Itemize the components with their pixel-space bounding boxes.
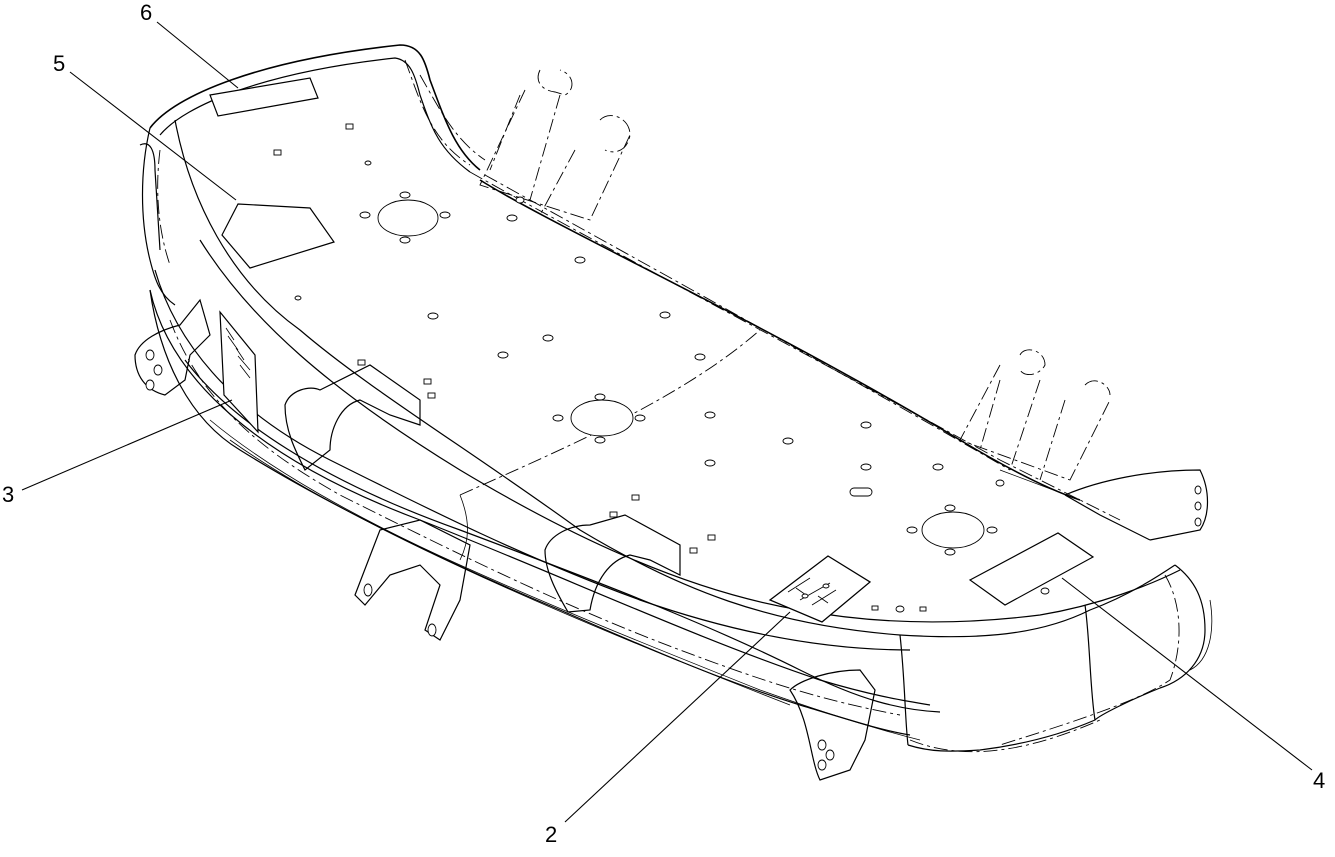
callout-3: 3 <box>2 482 14 507</box>
decal-4 <box>968 532 1095 606</box>
callout-6: 5 <box>53 51 65 76</box>
front-brackets <box>134 298 876 781</box>
callout-4: 4 <box>1313 768 1325 793</box>
deck-mounting-holes <box>273 123 1050 613</box>
leader-2 <box>564 611 791 823</box>
leader-4 <box>1061 577 1313 771</box>
callout-5: 6 <box>140 0 152 25</box>
leader-3 <box>21 399 233 491</box>
leader-6 <box>69 71 237 201</box>
decal-2-print <box>787 577 837 606</box>
mower-deck-outline <box>139 44 1213 753</box>
spindle-openings <box>359 191 998 556</box>
decal-6 <box>221 203 335 269</box>
decal-5 <box>209 77 319 117</box>
callout-leaders <box>21 21 1313 823</box>
rear-hitch-brackets <box>479 69 1209 541</box>
callout-2: 2 <box>545 822 557 847</box>
decal-3-print <box>225 327 251 379</box>
decal-3 <box>219 310 259 434</box>
leader-5 <box>156 21 239 89</box>
